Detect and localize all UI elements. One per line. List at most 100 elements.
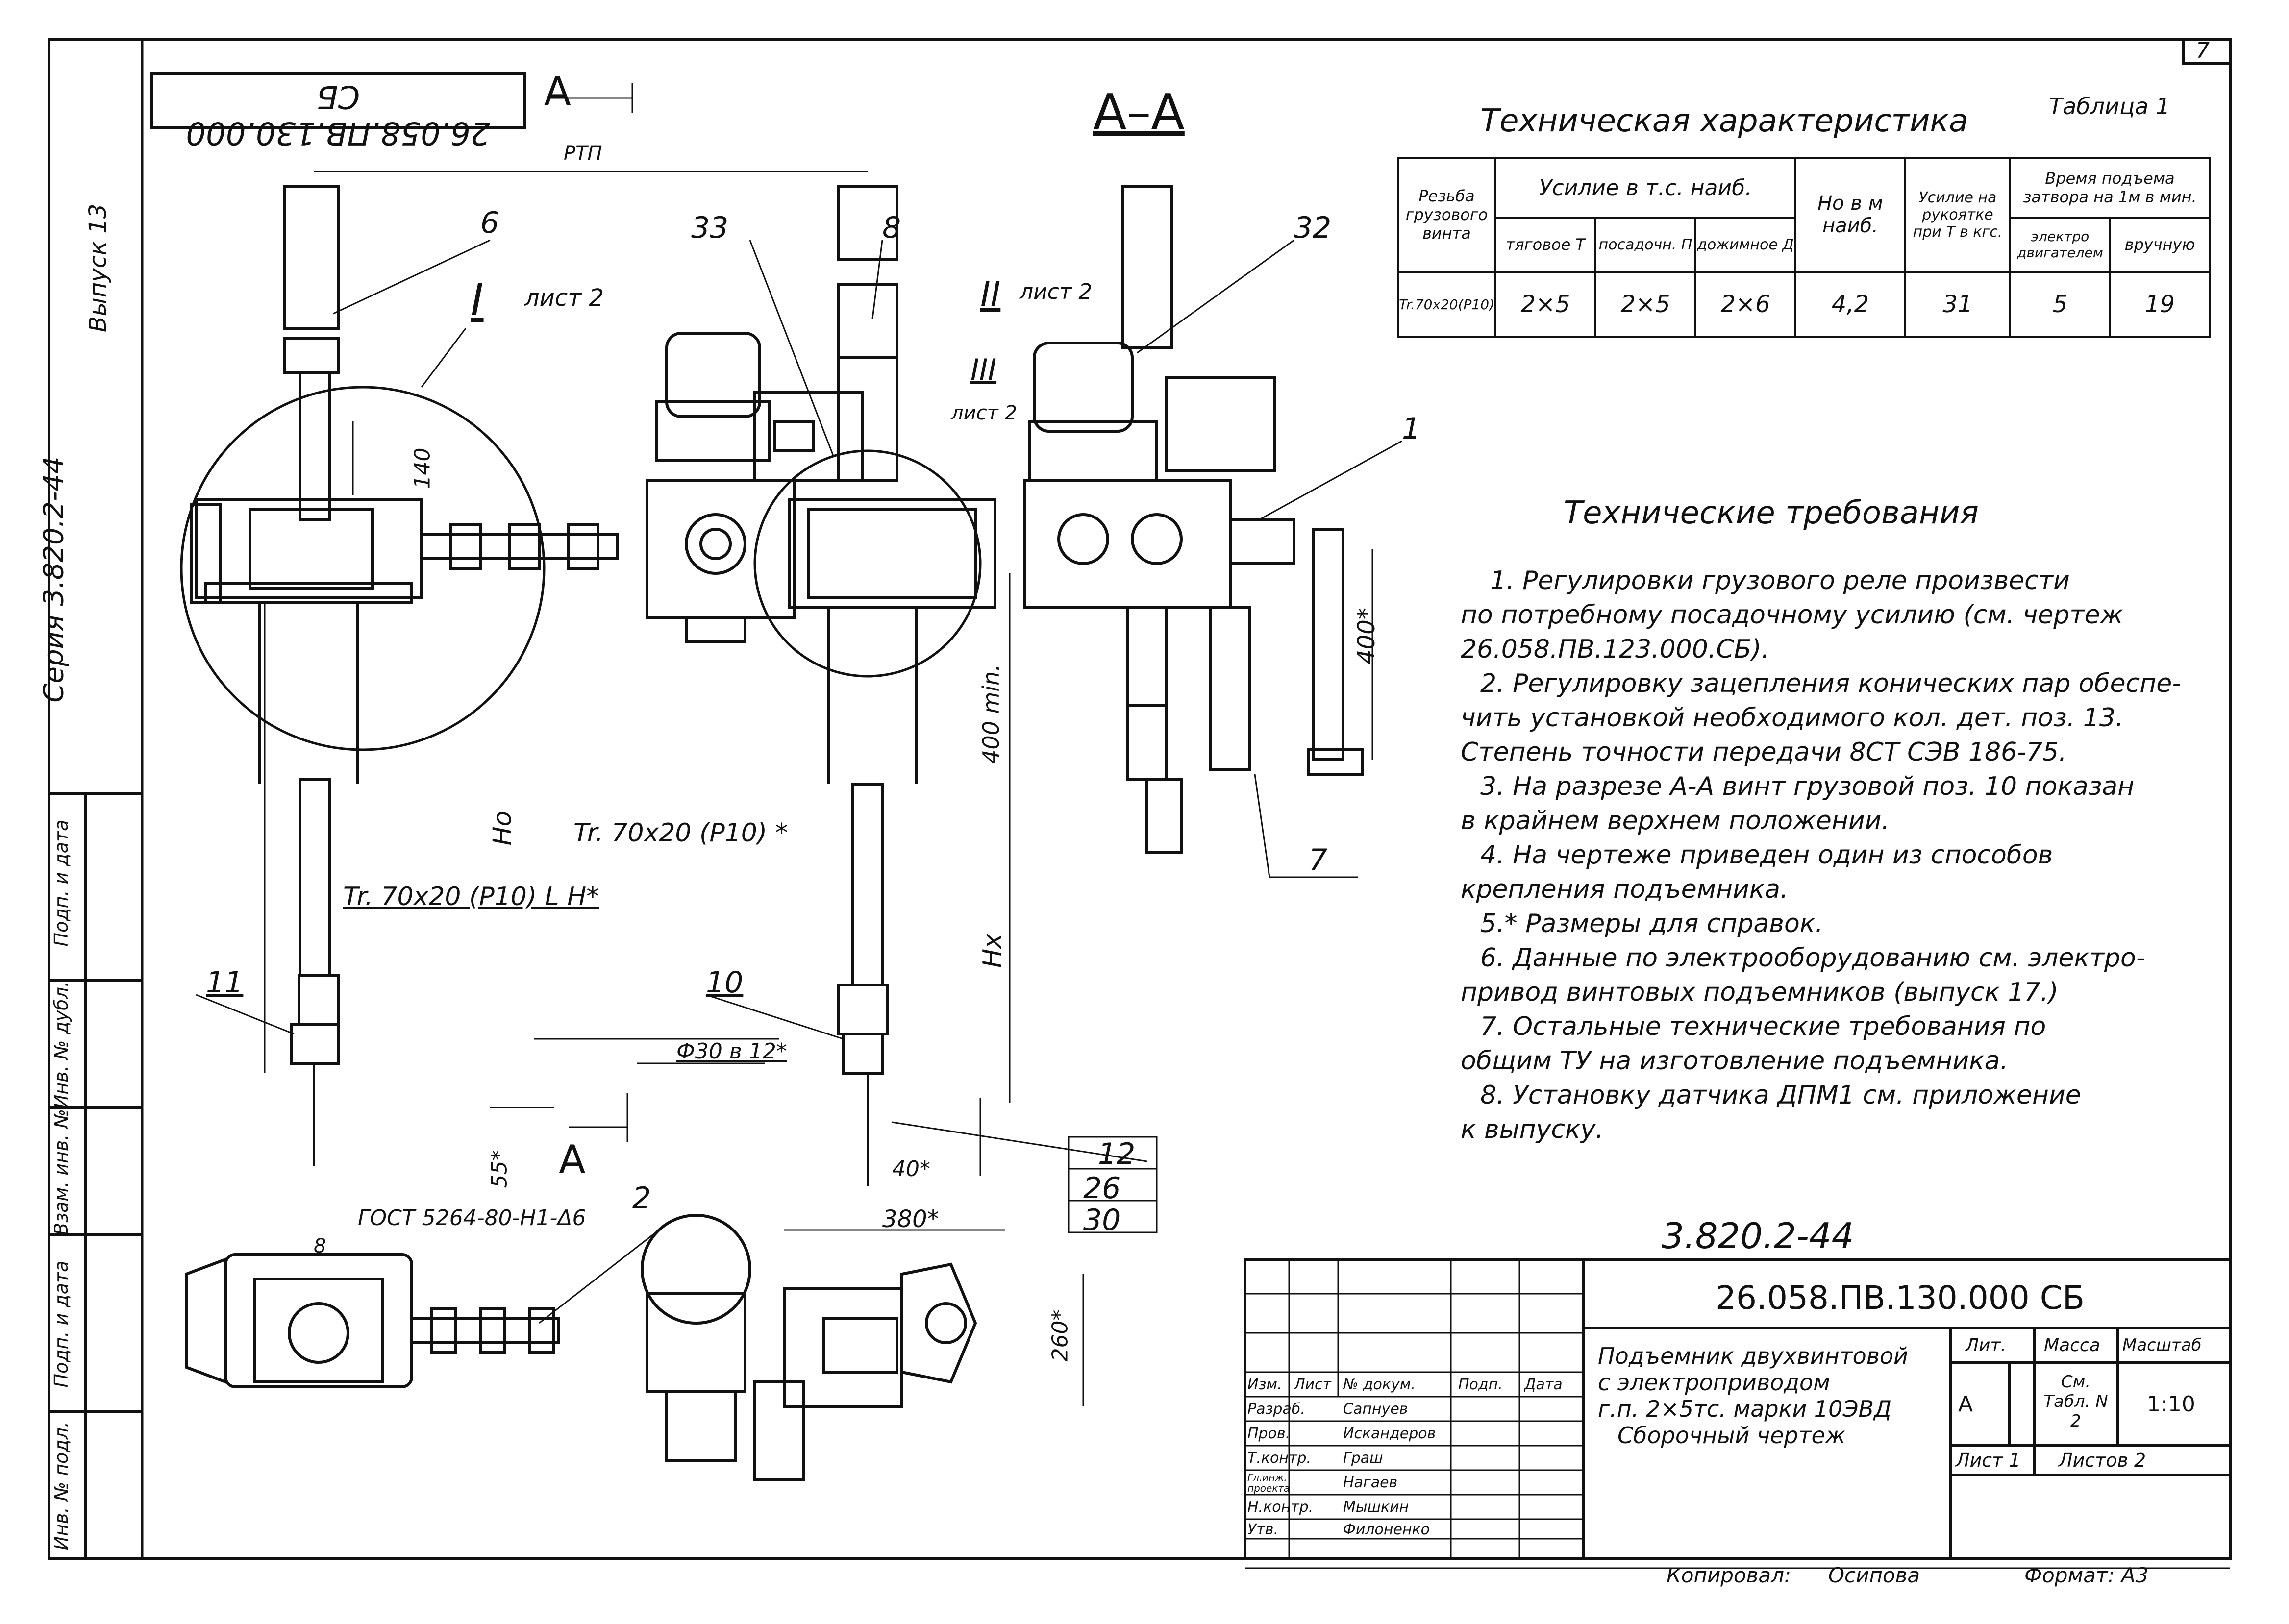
cut-mark-top: А bbox=[544, 69, 571, 114]
corner-code-box bbox=[150, 72, 526, 129]
td-electric: 5 bbox=[2009, 271, 2111, 339]
sheet-ref-2: лист 2 bbox=[1020, 279, 1093, 304]
thread-note-2: Tr. 70x20 (P10) L H* bbox=[343, 882, 599, 911]
callout-32: 32 bbox=[1294, 211, 1332, 245]
th-manual: вручную bbox=[2109, 217, 2211, 273]
callout-10: 10 bbox=[706, 965, 744, 1000]
th-pressing: дожимное Д bbox=[1694, 217, 1796, 273]
td-seating: 2×5 bbox=[1594, 271, 1696, 339]
req-line: 2. Регулировку зацепления конических пар… bbox=[1480, 669, 2181, 698]
req-line: 1. Регулировки грузового реле произвести bbox=[1490, 566, 2070, 595]
requirements-list: 1. Регулировки грузового реле произвести… bbox=[1461, 564, 2181, 1147]
stamp-name: Искандеров bbox=[1343, 1425, 1436, 1442]
plan-view bbox=[185, 1214, 977, 1481]
stamp-header-date: Дата bbox=[1524, 1376, 1563, 1393]
th-electric: электро двигателем bbox=[2009, 217, 2111, 273]
stamp-name: Филоненко bbox=[1343, 1521, 1430, 1538]
format-label: Формат: А3 bbox=[2024, 1563, 2149, 1587]
td-height: 4,2 bbox=[1794, 271, 1906, 339]
stamp-name: Мышкин bbox=[1343, 1499, 1409, 1516]
tech-char-table: Резьба грузового винта Усилие в т.с. наи… bbox=[1397, 157, 2211, 339]
centre-post bbox=[753, 185, 996, 1186]
mass-value: См. Табл. N 2 bbox=[2043, 1372, 2108, 1431]
section-label: А–А bbox=[1093, 83, 1185, 141]
callout-30: 30 bbox=[1083, 1203, 1121, 1237]
lit-label: Лит. bbox=[1966, 1335, 2006, 1355]
copier-name: Осипова bbox=[1828, 1563, 1920, 1587]
td-handle: 31 bbox=[1904, 271, 2011, 339]
req-line: общим ТУ на изготовление подъемника. bbox=[1461, 1046, 2008, 1076]
dim-40: 40* bbox=[892, 1156, 930, 1181]
req-line: 6. Данные по электрооборудованию см. эле… bbox=[1480, 943, 2145, 973]
stamp-title-line: Сборочный чертеж bbox=[1617, 1422, 1846, 1449]
sheets-label: Листов 2 bbox=[2059, 1450, 2146, 1471]
th-traction: тяговое Т bbox=[1494, 217, 1596, 273]
stamp-header-sign: Подп. bbox=[1458, 1376, 1503, 1393]
stamp-name: Сапнуев bbox=[1343, 1401, 1408, 1418]
stamp-name: Граш bbox=[1343, 1450, 1383, 1467]
left-post bbox=[180, 185, 546, 1166]
stamp-role: Разраб. bbox=[1247, 1401, 1305, 1418]
th-height: Но в м наиб. bbox=[1794, 157, 1906, 273]
requirements-title: Технические требования bbox=[1564, 495, 1979, 531]
req-line: привод винтовых подъемников (выпуск 17.) bbox=[1461, 978, 2059, 1007]
td-pressing: 2×6 bbox=[1694, 271, 1796, 339]
stamp-header-izm: Изм. bbox=[1247, 1376, 1282, 1393]
sheet-frame bbox=[48, 38, 2232, 1560]
phi-note: Ф30 в 12* bbox=[676, 1039, 787, 1064]
req-line: по потребному посадочному усилию (см. че… bbox=[1461, 600, 2123, 630]
stamp-role: Гл.инж. проекта bbox=[1247, 1472, 1290, 1494]
cut-mark-bottom: А bbox=[559, 1137, 586, 1182]
thread-note-1: Tr. 70x20 (P10) * bbox=[573, 818, 788, 848]
copied-label: Копировал: bbox=[1667, 1563, 1791, 1587]
req-line: чить установкой необходимого кол. дет. п… bbox=[1461, 703, 2124, 733]
req-line: крепления подъемника. bbox=[1461, 875, 1789, 904]
callout-6: 6 bbox=[480, 206, 499, 240]
stamp-header-list: Лист bbox=[1294, 1376, 1332, 1393]
doc-code: 26.058.ПВ.130.000 СБ bbox=[1716, 1279, 2085, 1317]
req-line: 3. На разрезе А-А винт грузовой поз. 10 … bbox=[1480, 772, 2135, 801]
req-line: 5.* Размеры для справок. bbox=[1480, 909, 1823, 938]
detail-II: II bbox=[980, 274, 1001, 315]
callout-26: 26 bbox=[1083, 1171, 1121, 1206]
scale-value: 1:10 bbox=[2147, 1392, 2195, 1417]
callout-12: 12 bbox=[1098, 1137, 1136, 1171]
motor-gearbox bbox=[646, 332, 864, 643]
mass-label: Масса bbox=[2044, 1335, 2100, 1355]
coupling-shaft bbox=[420, 523, 619, 570]
sheet-label: Лист 1 bbox=[1956, 1450, 2021, 1471]
stamp-header-doc: № докум. bbox=[1343, 1376, 1416, 1393]
th-lift-time: Время подъема затвора на 1м в мин. bbox=[2009, 157, 2211, 219]
th-force: Усилие в т.с. наиб. bbox=[1494, 157, 1796, 219]
callout-33: 33 bbox=[691, 211, 729, 245]
gost-note: ГОСТ 5264-80-Н1-Δ6 bbox=[358, 1206, 586, 1230]
th-thread: Резьба грузового винта bbox=[1397, 157, 1496, 273]
right-unit bbox=[1023, 185, 1364, 854]
req-line: 26.058.ПВ.123.000.СБ). bbox=[1461, 635, 1770, 664]
stamp-name: Нагаев bbox=[1343, 1474, 1398, 1491]
dim-8: 8 bbox=[314, 1235, 326, 1257]
stamp-title-line: с электроприводом bbox=[1598, 1369, 1830, 1396]
lit-value: А bbox=[1958, 1392, 1973, 1417]
stamp-title: Подъемник двухвинтовой с электроприводом… bbox=[1598, 1343, 1908, 1449]
stamp-role: Утв. bbox=[1247, 1521, 1278, 1538]
req-line: 8. Установку датчика ДПМ1 см. приложение bbox=[1480, 1081, 2081, 1110]
stamp-role: Н.контр. bbox=[1247, 1499, 1314, 1516]
sheet-ref-3: лист 2 bbox=[951, 402, 1018, 424]
callout-7: 7 bbox=[1309, 843, 1328, 877]
series-code: 3.820.2-44 bbox=[1662, 1215, 1854, 1256]
tech-char-title: Техническая характеристика bbox=[1480, 103, 1968, 139]
detail-III: III bbox=[970, 353, 997, 387]
detail-I: I bbox=[471, 274, 484, 326]
sheet-ref-1: лист 2 bbox=[524, 284, 604, 312]
td-traction: 2×5 bbox=[1494, 271, 1596, 339]
th-handle: Усилие на рукоятке при Т в кгс. bbox=[1904, 157, 2011, 273]
page-number: 7 bbox=[2196, 38, 2210, 63]
table-label: Таблица 1 bbox=[2049, 93, 2170, 120]
callout-8: 8 bbox=[882, 211, 901, 245]
req-line: к выпуску. bbox=[1461, 1115, 1604, 1144]
callout-1: 1 bbox=[1402, 412, 1421, 446]
td-manual: 19 bbox=[2109, 271, 2211, 339]
